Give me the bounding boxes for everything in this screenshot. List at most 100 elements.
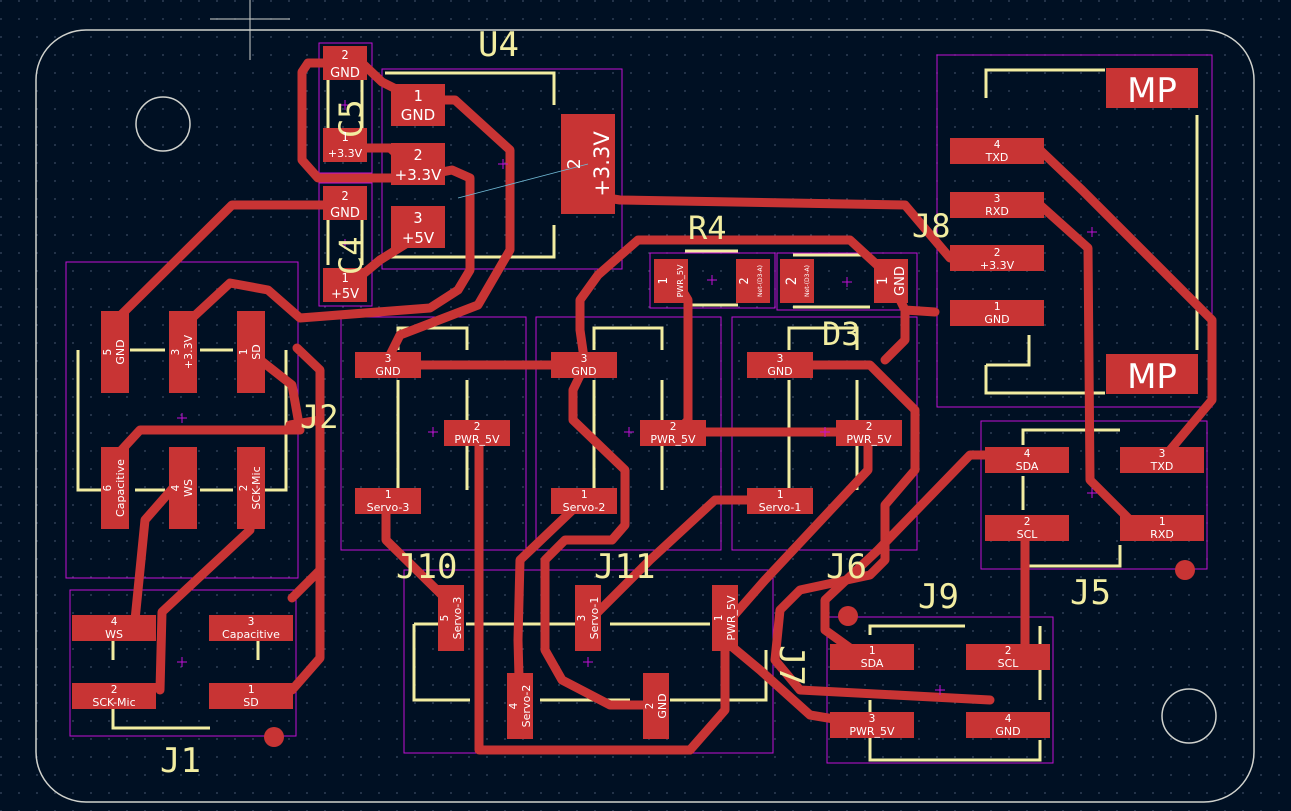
pad-label-u4-tab-name: +3.3V (590, 131, 614, 197)
pad-label-c5-2-num: 2 (341, 48, 348, 62)
mounting-hole-bottom-right (1161, 688, 1217, 744)
pad-label-j6-2-name: PWR_5V (846, 433, 892, 446)
pad-label-r4-2-name: Net-(D3-A) (757, 265, 764, 297)
pad-label-j6-2-num: 2 (866, 420, 873, 433)
pad-labels: 2 GND 1 +3.3V 2 GND 1 +5V 1 GND 2 +3.3V … (92, 48, 1173, 738)
pad-label-j9-2-num: 2 (1005, 644, 1012, 657)
ref-c5: C5 (332, 99, 370, 138)
pad-label-j1-2-name: SCK-Mic (92, 696, 135, 709)
ref-u4: U4 (478, 25, 519, 65)
pad-label-j10-2-name: PWR_5V (454, 433, 500, 446)
ref-j10: J10 (396, 547, 457, 587)
pad-label-j8-2-num: 2 (994, 246, 1001, 259)
pad-label-j7-3-num: 3 (575, 615, 588, 622)
pad-label-j2-5-num: 5 (101, 349, 114, 356)
pad-label-j2-2-num: 2 (237, 485, 250, 492)
ref-j6-partial: J6 (826, 547, 867, 587)
pad-label-c5-2-name: GND (330, 66, 360, 81)
pad-label-j2-3-num: 3 (169, 349, 182, 356)
ref-j1: J1 (160, 741, 201, 781)
pad-label-j7-5-num: 5 (438, 615, 451, 622)
pad-label-u4-2-num: 2 (413, 146, 422, 164)
pad-label-c5-1-num: 1 (341, 130, 348, 144)
pad-label-d3-1-num: 1 (875, 277, 891, 285)
pad-label-j2-6-num: 6 (101, 485, 114, 492)
pad-label-d3-1-name: GND (893, 266, 908, 296)
pad-label-j11-2-num: 2 (670, 420, 677, 433)
pad-label-j7-2-name: GND (656, 693, 669, 718)
ref-r4: R4 (688, 209, 727, 247)
pad-label-d3-2-num: 2 (784, 277, 800, 285)
pad-label-j11-3-name: GND (571, 365, 596, 378)
pad-label-j9-3-name: PWR_5V (849, 725, 895, 738)
pad-label-c5-1-name: +3.3V (328, 147, 363, 160)
pad-label-j11-1-name: Servo-2 (563, 501, 606, 514)
pad-label-r4-1-name: PWR_5V (676, 264, 685, 297)
pad-label-j1-1-num: 1 (248, 683, 255, 696)
pad-label-u4-1-num: 1 (413, 87, 422, 105)
pad-label-j1-2-num: 2 (111, 683, 118, 696)
pad-label-j5-1-name: RXD (1150, 528, 1174, 541)
pad-label-j10-1-num: 1 (385, 488, 392, 501)
pad-label-r4-1-num: 1 (656, 277, 670, 284)
footprint-centroids (177, 100, 1097, 695)
pad-label-r4-2-num: 2 (737, 277, 751, 284)
pad-label-j7-1-num: 1 (712, 615, 725, 622)
pad-label-j10-3-name: GND (375, 365, 400, 378)
pad-label-j11-2-name: PWR_5V (650, 433, 696, 446)
pad-label-j8-1-num: 1 (994, 300, 1001, 313)
pad-label-j7-4-name: Servo-2 (520, 685, 533, 728)
pad-label-c4-2-name: GND (330, 206, 360, 221)
pad-label-j2-1-name: SD (250, 344, 263, 359)
pad-label-j9-3-num: 3 (869, 712, 876, 725)
pad-label-j2-4-name: WS (182, 479, 195, 497)
pad-label-j8-3-name: RXD (985, 205, 1009, 218)
pad-label-j6-1-name: Servo-1 (759, 501, 802, 514)
pad-label-c4-1-num: 1 (341, 271, 348, 285)
ref-j2-partial: J2 (300, 398, 339, 436)
mp-top-label: MP (1127, 71, 1177, 111)
pad-label-j1-4-num: 4 (111, 615, 118, 628)
pad-label-j8-3-num: 3 (994, 192, 1001, 205)
pad-label-j5-3-num: 3 (1159, 447, 1166, 460)
ref-c4: C4 (332, 236, 370, 275)
pad-label-j7-2-num: 2 (643, 703, 656, 710)
pad-label-j7-4-num: 4 (507, 702, 520, 709)
pad-label-j2-5-name: GND (114, 339, 127, 364)
ratsnest-line (457, 163, 589, 199)
pin1-markers (264, 560, 1195, 747)
pad-label-j1-3-num: 3 (248, 615, 255, 628)
pad-label-j10-3-num: 3 (385, 352, 392, 365)
ref-j9: J9 (918, 577, 959, 617)
pad-label-j8-4-name: TXD (985, 151, 1009, 164)
pad-label-j11-1-num: 1 (581, 488, 588, 501)
pad-label-j6-3-num: 3 (777, 352, 784, 365)
pad-label-d3-2-name: Net-(D3-A) (804, 265, 811, 297)
ref-j5: J5 (1070, 573, 1111, 613)
pad-label-j10-1-name: Servo-3 (367, 501, 410, 514)
pad-label-j7-3-name: Servo-1 (588, 597, 601, 640)
pad-label-j5-4-name: SDA (1016, 460, 1039, 473)
pad-label-j2-2-name: SCK-Mic (250, 466, 263, 509)
pad-label-j7-5-name: Servo-3 (451, 597, 464, 640)
pad-label-j9-2-name: SCL (998, 657, 1020, 670)
pad-label-j9-4-num: 4 (1005, 712, 1012, 725)
pad-label-j9-1-name: SDA (861, 657, 884, 670)
pad-label-j7-1-name: PWR_5V (725, 595, 738, 641)
pad-label-j6-1-num: 1 (777, 488, 784, 501)
pad-label-j8-1-name: GND (984, 313, 1009, 326)
origin-crosshair (210, 0, 290, 60)
board-outline (35, 29, 1255, 803)
pad-label-j5-4-num: 4 (1024, 447, 1031, 460)
pad-label-j1-3-name: Capacitive (222, 628, 280, 641)
pad-label-j2-3-name: +3.3V (182, 334, 195, 369)
pad-label-j8-2-name: +3.3V (980, 259, 1015, 272)
ref-d3: D3 (822, 315, 861, 353)
pad-label-j5-3-name: TXD (1150, 460, 1174, 473)
pad-label-u4-tab-num: 2 (564, 159, 585, 170)
mounting-hole-top-left (135, 96, 191, 152)
pad-label-c4-1-name: +5V (331, 287, 359, 302)
ref-j7-partial: J7 (771, 645, 811, 686)
pad-label-j10-2-num: 2 (474, 420, 481, 433)
